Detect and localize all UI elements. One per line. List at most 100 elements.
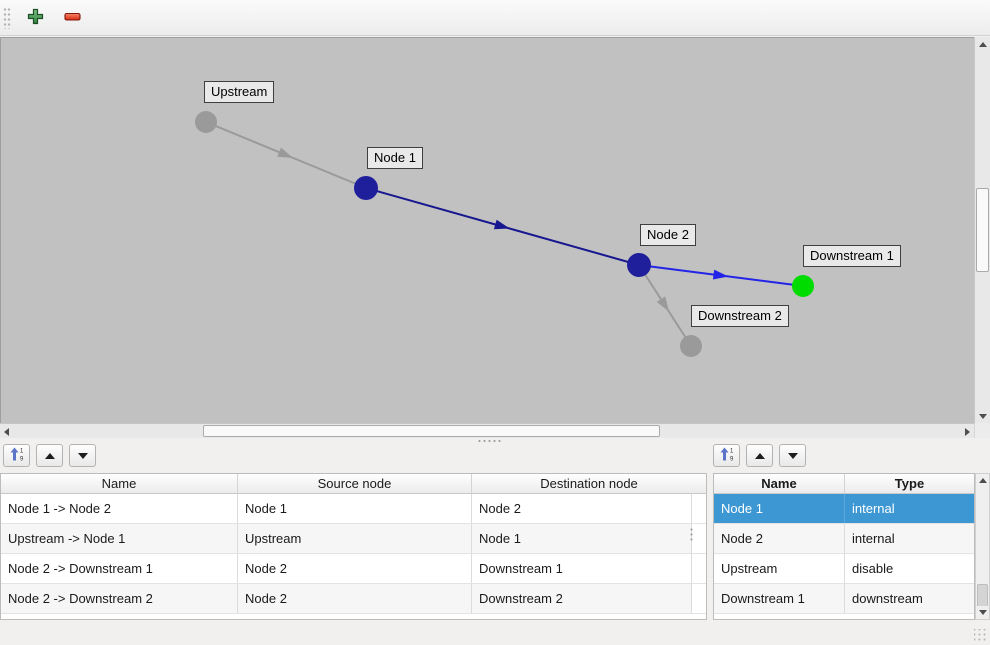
- toolbar-drag-handle[interactable]: [3, 6, 11, 29]
- canvas-horizontal-scrollbar[interactable]: [0, 423, 974, 439]
- svg-text:1: 1: [730, 449, 734, 455]
- nodes-table-scrollbar[interactable]: [975, 473, 990, 620]
- table-cell: Node 2: [238, 554, 472, 583]
- table-cell: Upstream -> Node 1: [1, 524, 238, 553]
- table-cell: internal: [852, 531, 895, 546]
- scroll-up-button[interactable]: [975, 37, 990, 51]
- node-label: Downstream 2: [691, 305, 789, 327]
- table-cell: Node 1: [238, 494, 472, 523]
- column-header[interactable]: Type: [894, 476, 925, 491]
- table-row[interactable]: Upstream disable: [714, 554, 974, 584]
- svg-text:9: 9: [730, 457, 734, 463]
- scroll-right-button[interactable]: [961, 425, 973, 439]
- nodes-move-up-button[interactable]: [746, 444, 773, 467]
- move-down-icon: [787, 452, 798, 459]
- table-cell: Node 1: [714, 494, 845, 523]
- vertical-scroll-thumb[interactable]: [976, 188, 989, 272]
- graph-node[interactable]: [680, 335, 702, 357]
- column-header[interactable]: Source node: [238, 474, 472, 493]
- nodes-scroll-thumb[interactable]: [977, 584, 988, 608]
- table-cell: Node 1 -> Node 2: [1, 494, 238, 523]
- edge-arrow-icon: [493, 219, 510, 230]
- scroll-up-button[interactable]: [976, 474, 989, 487]
- triangle-up-icon: [978, 41, 987, 47]
- scrollbar-corner: [974, 423, 990, 438]
- table-row[interactable]: Node 1 internal: [714, 494, 974, 524]
- table-cell: Node 1: [472, 524, 692, 553]
- scrollbar-strip: [692, 554, 706, 583]
- nodes-toolbar: 1 9: [713, 444, 806, 468]
- pane-splitter-vertical[interactable]: [689, 527, 694, 542]
- triangle-down-icon: [978, 413, 987, 419]
- column-header[interactable]: Destination node: [540, 476, 638, 491]
- sort-ascending-icon: 1 9: [719, 446, 735, 465]
- sort-ascending-icon: 1 9: [9, 446, 25, 465]
- scroll-down-button[interactable]: [976, 606, 989, 619]
- table-cell: Upstream: [714, 554, 845, 583]
- move-up-icon: [754, 452, 765, 459]
- scrollbar-strip: [692, 524, 706, 553]
- scrollbar-strip: [692, 494, 706, 523]
- main-toolbar: [0, 0, 990, 36]
- node-label: Node 1: [367, 147, 423, 169]
- edges-move-up-button[interactable]: [36, 444, 63, 467]
- nodes-table-header: Name Type: [714, 474, 974, 494]
- table-cell: disable: [852, 561, 894, 576]
- plus-icon: [27, 8, 44, 28]
- column-header[interactable]: Name: [714, 474, 845, 493]
- edges-toolbar: 1 9: [3, 444, 96, 468]
- minus-icon: [63, 8, 81, 28]
- triangle-left-icon: [3, 428, 9, 436]
- svg-text:1: 1: [20, 449, 24, 455]
- horizontal-scroll-thumb[interactable]: [203, 425, 660, 437]
- table-cell: internal: [852, 501, 895, 516]
- table-cell: Upstream: [238, 524, 472, 553]
- table-cell: downstream: [852, 591, 923, 606]
- svg-text:9: 9: [20, 457, 24, 463]
- edge-arrow-icon: [656, 296, 670, 312]
- scroll-left-button[interactable]: [0, 425, 12, 439]
- pane-splitter-horizontal[interactable]: [0, 438, 990, 444]
- scrollbar-strip: [692, 584, 706, 613]
- move-up-icon: [44, 452, 55, 459]
- triangle-up-icon: [978, 478, 987, 483]
- move-down-icon: [77, 452, 88, 459]
- triangle-right-icon: [964, 428, 970, 436]
- node-label: Downstream 1: [803, 245, 901, 267]
- node-label: Upstream: [204, 81, 275, 103]
- table-cell: Node 2: [238, 584, 472, 613]
- remove-node-button[interactable]: [59, 5, 85, 31]
- scroll-down-button[interactable]: [975, 409, 990, 423]
- graph-node[interactable]: [627, 253, 651, 277]
- edge-arrow-icon: [277, 147, 293, 158]
- table-cell: Node 2 -> Downstream 1: [1, 554, 238, 583]
- edges-move-down-button[interactable]: [69, 444, 96, 467]
- graph-svg: [195, 111, 814, 357]
- column-header[interactable]: Name: [1, 474, 238, 493]
- add-node-button[interactable]: [22, 5, 48, 31]
- graph-node[interactable]: [792, 275, 814, 297]
- splitter-grip-icon: [477, 439, 503, 443]
- nodes-move-down-button[interactable]: [779, 444, 806, 467]
- edges-sort-button[interactable]: 1 9: [3, 444, 30, 467]
- nodes-sort-button[interactable]: 1 9: [713, 444, 740, 467]
- table-cell: Downstream 2: [472, 584, 692, 613]
- table-cell: Node 2: [472, 494, 692, 523]
- node-label: Node 2: [640, 224, 696, 246]
- triangle-down-icon: [978, 610, 987, 615]
- window-resize-grip[interactable]: [974, 629, 987, 642]
- canvas-vertical-scrollbar[interactable]: [974, 37, 990, 423]
- graph-node[interactable]: [195, 111, 217, 133]
- graph-node[interactable]: [354, 176, 378, 200]
- table-cell: Node 2 -> Downstream 2: [1, 584, 238, 613]
